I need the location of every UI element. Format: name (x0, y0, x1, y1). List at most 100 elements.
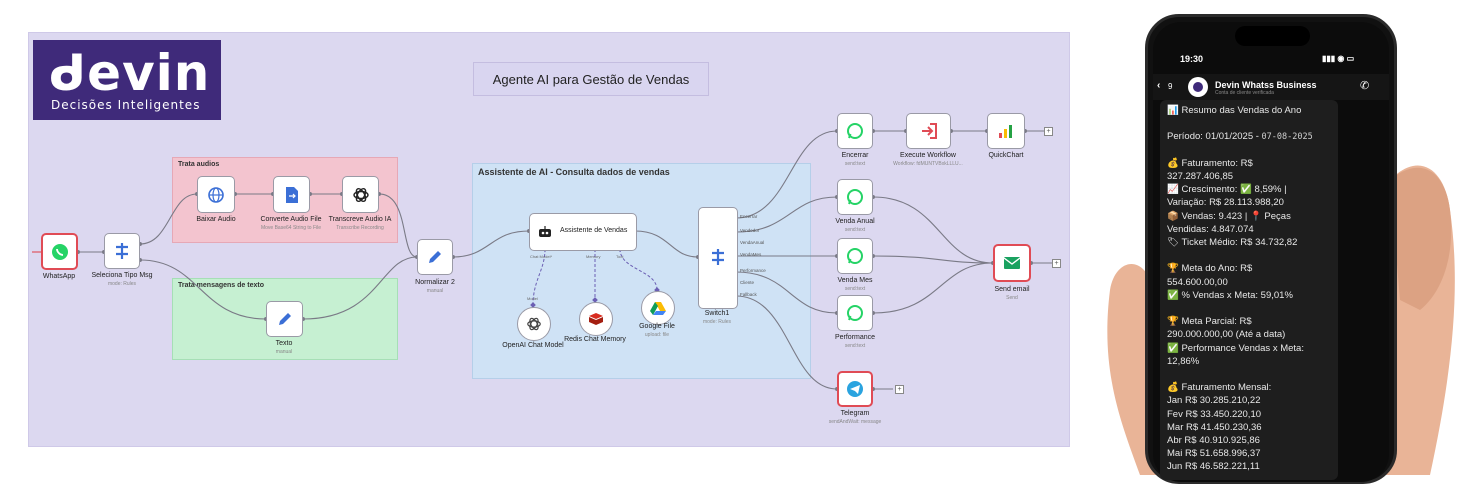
whatsapp-send-anual[interactable] (837, 179, 873, 215)
node-sub: sendAndWait: message (828, 419, 882, 425)
switch-output-label: Cliente (740, 280, 755, 285)
switch-node-tipo[interactable] (104, 233, 140, 269)
whatsapp-icon (51, 243, 68, 260)
message-line: Vendidas: 4.847.074 (1167, 223, 1254, 236)
node-sub: Transcribe Recording (336, 225, 384, 231)
message-line: 554.600.00,00 (1167, 276, 1228, 289)
switch-icon (116, 243, 128, 259)
add-node-button[interactable]: + (1044, 127, 1053, 136)
node-sub: send:text (844, 343, 866, 349)
node-label: Performance (834, 334, 876, 341)
message-line: 🏆 Meta Parcial: R$ (1167, 315, 1252, 328)
line-text: Resumo das Vendas do Ano (1181, 105, 1302, 116)
line-text: ✅ % Vendas x Meta: 59,01% (1167, 289, 1293, 301)
whatsapp-trigger-node[interactable] (41, 233, 78, 270)
message-line: 💰 Faturamento: R$ (1167, 157, 1253, 170)
line-text: Período: 01/01/2025 - (1167, 131, 1262, 143)
message-line: ✅ Performance Vendas x Meta: (1167, 342, 1304, 355)
emoji-icon: 🏷 (1167, 237, 1182, 248)
line-text: Variação: R$ 28.113.988,20 (1167, 197, 1284, 209)
message-line: Mai R$ 51.658.996,37 (1167, 447, 1260, 460)
line-text: Faturamento Mensal: (1181, 382, 1272, 394)
send-email-node[interactable] (993, 244, 1031, 282)
google-file-node[interactable] (641, 291, 675, 325)
line-text: Jun R$ 46.582.221,11 (1167, 461, 1260, 473)
whatsapp-send-performance[interactable] (837, 295, 873, 331)
node-sub: send:text (844, 286, 866, 292)
quickchart-node[interactable] (987, 113, 1025, 149)
line-text: ✅ Performance Vendas x Meta: (1167, 342, 1304, 354)
google-drive-icon (650, 302, 666, 315)
switch-output-label: Encerrar (740, 214, 758, 219)
whatsapp-icon (847, 305, 863, 321)
message-line: Abr R$ 40.910.925,86 (1167, 434, 1260, 447)
switch-node-main[interactable] (698, 207, 738, 309)
emoji-icon: 🏆 (1167, 263, 1182, 275)
phone-call-icon[interactable]: ✆ (1360, 80, 1370, 92)
emoji-icon: 💰 (1167, 157, 1182, 169)
model-port-label: Model (527, 296, 538, 301)
node-label: Venda Mes (837, 277, 873, 284)
openai-icon (527, 317, 541, 331)
back-icon[interactable]: ‹ (1157, 80, 1161, 91)
line-text: 290.000.000,00 (Até a data) (1167, 329, 1286, 341)
node-label: QuickChart (988, 152, 1024, 159)
node-sub: Move Base64 String to File (260, 225, 322, 231)
execute-workflow-node[interactable] (906, 113, 951, 149)
note-title: Trata audios (178, 161, 220, 168)
line-text: Ticket Médio: R$ 34.732,82 (1181, 237, 1298, 248)
redis-icon (589, 313, 603, 325)
http-node-baixar[interactable] (197, 176, 235, 213)
node-label: Telegram (840, 410, 870, 417)
node-sub: manual (275, 349, 293, 355)
switch-icon (712, 249, 724, 265)
convert-node[interactable] (273, 176, 310, 213)
line-text: Jan R$ 30.285.210,22 (1167, 395, 1261, 407)
message-line: 🏷 Ticket Médio: R$ 34.732,82 (1167, 236, 1297, 249)
message-line: Mar R$ 41.450.230,36 (1167, 421, 1262, 434)
line-text: Meta Parcial: R$ (1181, 316, 1252, 328)
message-line: Jun R$ 46.582.221,11 (1167, 460, 1260, 473)
message-line: Jan R$ 30.285.210,22 (1167, 394, 1261, 407)
openai-chat-model-node[interactable] (517, 307, 551, 341)
redis-memory-node[interactable] (579, 302, 613, 336)
status-icons: ▮▮▮ ◉ ▭ (1322, 54, 1355, 63)
add-node-button[interactable]: + (895, 385, 904, 394)
emoji-icon: 💰 (1167, 382, 1182, 394)
set-node-normalizar[interactable] (417, 239, 453, 275)
message-line: Variação: R$ 28.113.988,20 (1167, 196, 1284, 209)
message-line: 290.000.000,00 (Até a data) (1167, 328, 1285, 341)
node-label: OpenAI Chat Model (502, 342, 564, 349)
node-label: Baixar Audio (196, 216, 236, 223)
avatar[interactable] (1188, 77, 1208, 97)
message-line: 🏆 Meta do Ano: R$ (1167, 262, 1252, 275)
whatsapp-send-encerrar[interactable] (837, 113, 873, 149)
node-sub: send:text (844, 161, 866, 167)
agent-port-memory: Memory (586, 254, 601, 259)
ai-agent-node[interactable]: Assistente de Vendas (529, 213, 637, 251)
node-label: Google File (639, 323, 675, 330)
message-line: 327.287.406,85 (1167, 170, 1233, 183)
telegram-node[interactable] (837, 371, 873, 407)
switch-output-label: VendaAnual (740, 240, 765, 245)
line-text: 327.287.406,85 (1167, 171, 1234, 182)
contact-name[interactable]: Devin Whatss Business (1215, 80, 1317, 90)
whatsapp-icon (847, 248, 863, 264)
set-node-texto[interactable] (266, 301, 303, 337)
devin-logo: ᑯevin Decisões Inteligentes (33, 40, 221, 120)
whatsapp-send-mes[interactable] (837, 238, 873, 274)
node-sub: Send (1006, 295, 1018, 301)
line-text: Meta do Ano: R$ (1181, 263, 1253, 275)
node-label: Seleciona Tipo Msg (91, 272, 153, 279)
robot-icon (539, 226, 551, 237)
note-title: Trata mensagens de texto (178, 282, 264, 289)
line-date: 07-08-2025 (1261, 132, 1313, 143)
add-node-button[interactable]: + (1052, 259, 1061, 268)
message-line: 12,86% (1167, 355, 1199, 368)
pencil-icon (429, 251, 441, 263)
message-line: ✅ % Vendas x Meta: 59,01% (1167, 289, 1293, 302)
openai-transcribe-node[interactable] (342, 176, 379, 213)
line-text: Mar R$ 41.450.230,36 (1167, 421, 1262, 433)
workflow-title-note[interactable]: Agente AI para Gestão de Vendas (473, 62, 709, 96)
node-label: Redis Chat Memory (564, 336, 626, 343)
